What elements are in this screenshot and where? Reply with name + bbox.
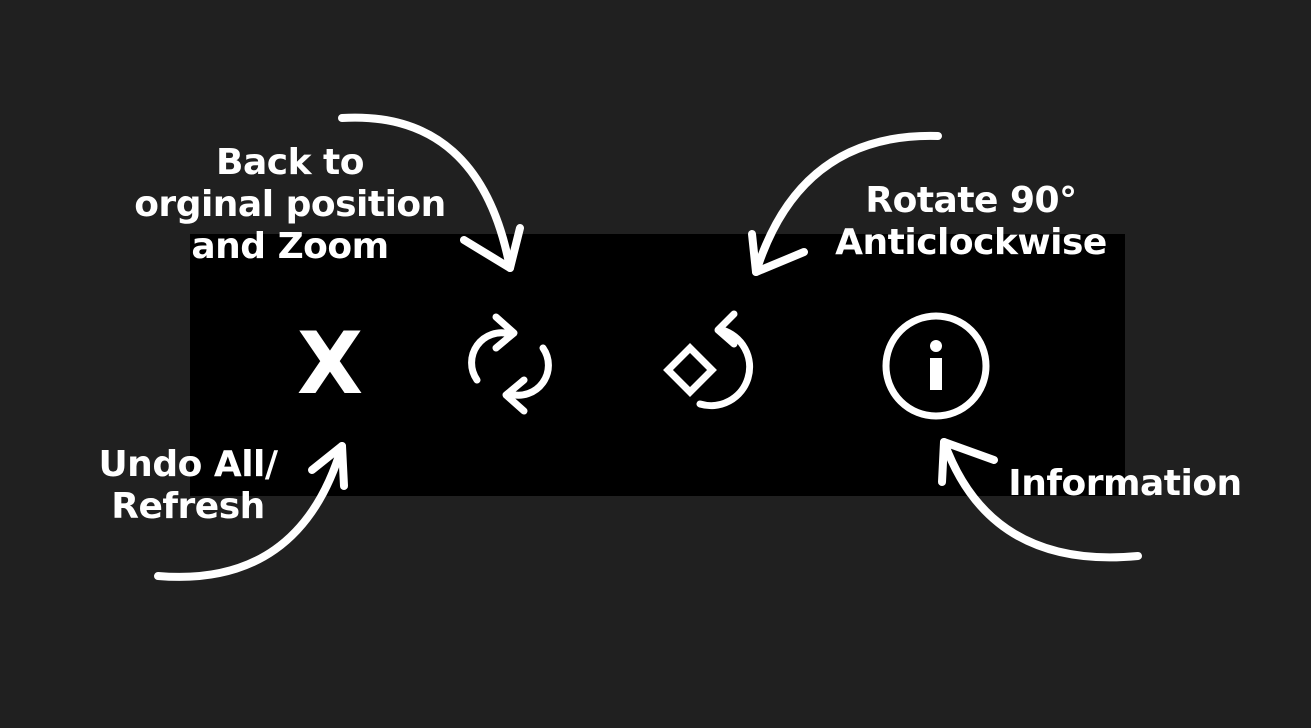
undo-all-annotation: Undo All/ Refresh: [86, 444, 290, 528]
annotation-line: Anticlockwise: [835, 222, 1107, 263]
annotation-line: Rotate 90°: [865, 180, 1077, 221]
x-icon: X: [296, 314, 364, 414]
rotate-anticlockwise-icon: [663, 310, 754, 410]
refresh-arrows-icon: [468, 313, 552, 415]
info-icon: [882, 312, 990, 420]
information-button[interactable]: [876, 308, 996, 424]
reset-view-button[interactable]: [458, 300, 562, 428]
annotation-line: orginal position: [134, 184, 446, 225]
annotation-line: Back to: [216, 142, 365, 183]
annotation-line: Undo All/: [98, 444, 278, 485]
annotation-line: Refresh: [111, 486, 265, 527]
annotation-line: and Zoom: [191, 226, 389, 267]
undo-all-button[interactable]: X: [288, 316, 372, 412]
information-annotation: Information: [1002, 463, 1248, 505]
rotate-anticlockwise-button[interactable]: [658, 300, 784, 428]
rotate-annotation: Rotate 90° Anticlockwise: [826, 180, 1116, 264]
reset-view-annotation: Back to orginal position and Zoom: [130, 142, 450, 268]
annotation-line: Information: [1008, 463, 1242, 504]
